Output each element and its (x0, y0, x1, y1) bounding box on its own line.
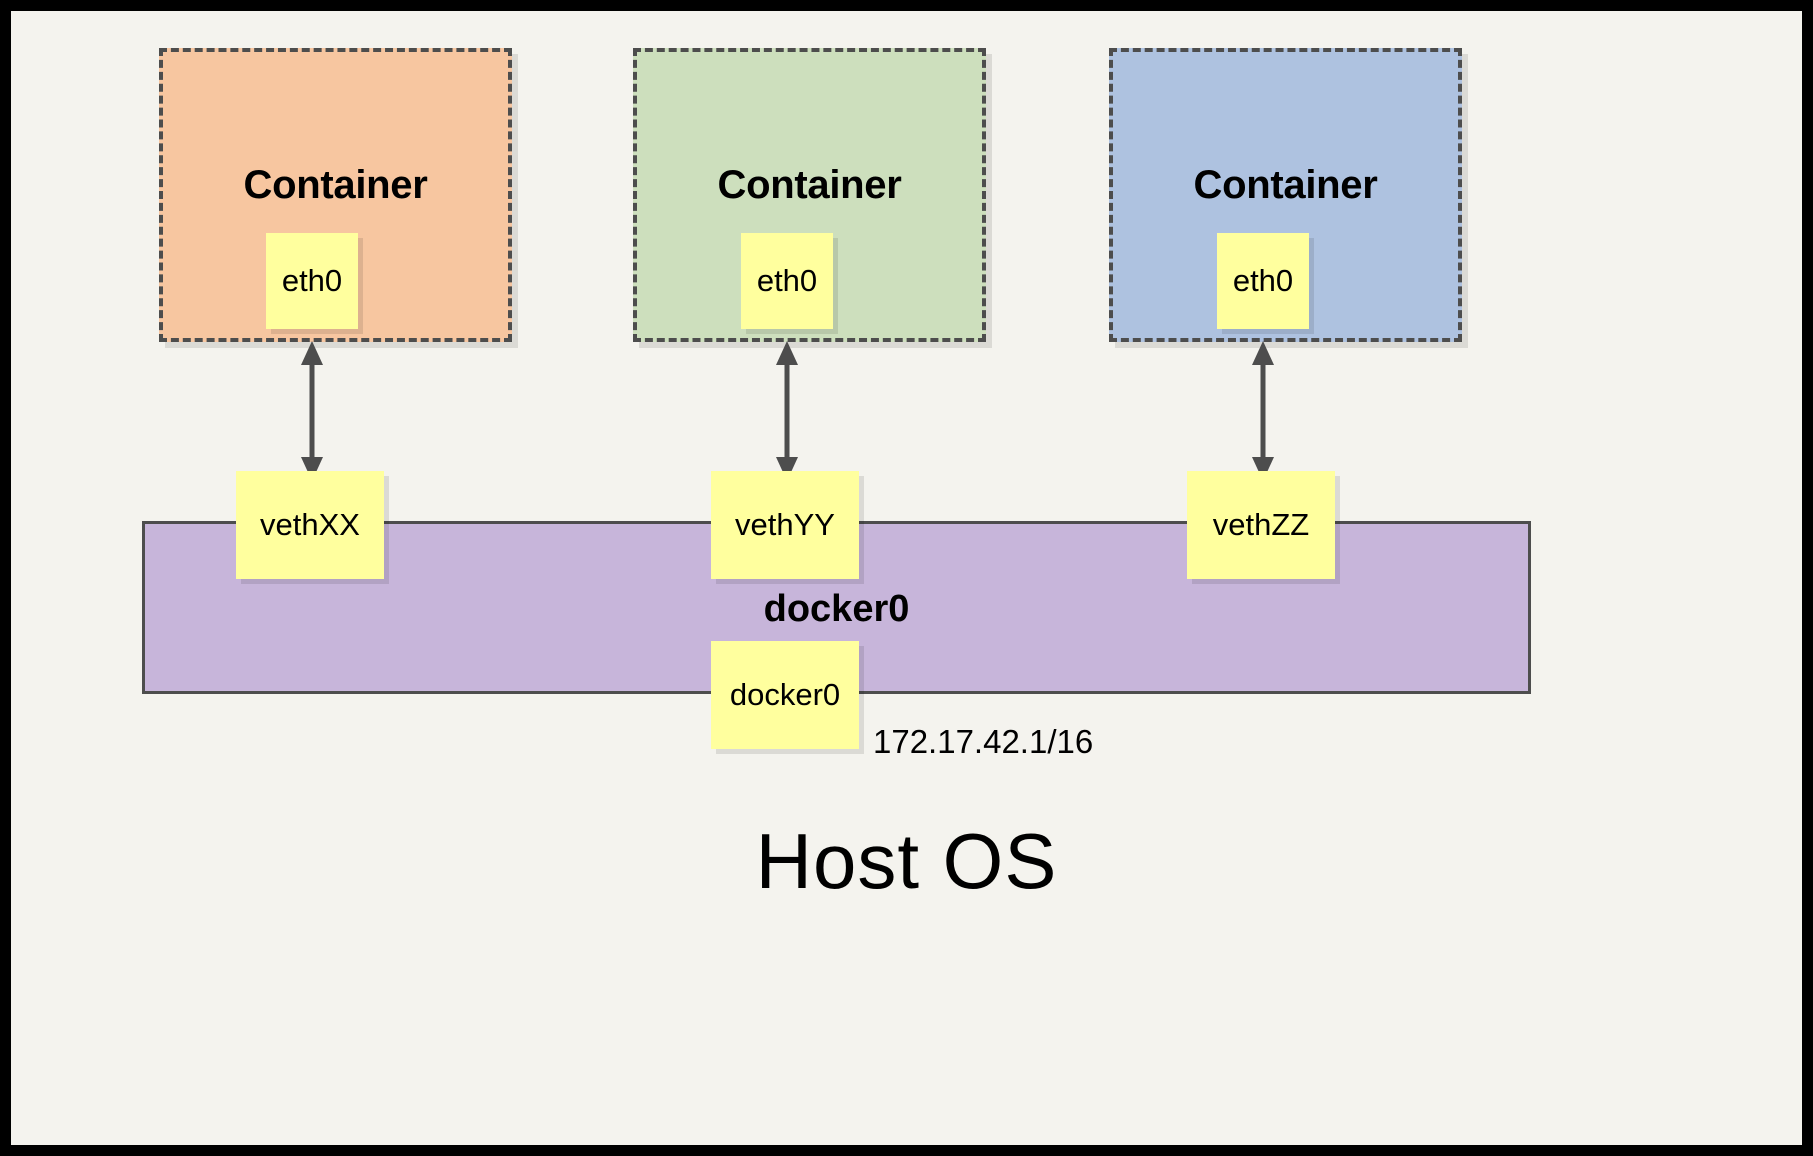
docker0-ip-label: 172.17.42.1/16 (873, 723, 1094, 760)
diagram-page: Container eth0 Container eth0 Container … (11, 11, 1802, 1145)
container-title-1: Container (243, 163, 428, 207)
container-eth0-2: eth0 (741, 233, 833, 329)
host-os-caption: Host OS (755, 817, 1058, 905)
container-eth0-3: eth0 (1217, 233, 1309, 329)
container-title-3: Container (1193, 163, 1378, 207)
veth-arrow-2 (776, 341, 798, 481)
docker0-bridge-label: docker0 (763, 588, 910, 630)
container-title-2: Container (717, 163, 902, 207)
docker0-interface-box: docker0 (711, 641, 859, 749)
veth-box-3: vethZZ (1187, 471, 1335, 579)
veth-arrow-1 (301, 341, 323, 481)
veth-box-2: vethYY (711, 471, 859, 579)
veth-arrow-3 (1252, 341, 1274, 481)
container-eth0-1: eth0 (266, 233, 358, 329)
veth-box-1: vethXX (236, 471, 384, 579)
